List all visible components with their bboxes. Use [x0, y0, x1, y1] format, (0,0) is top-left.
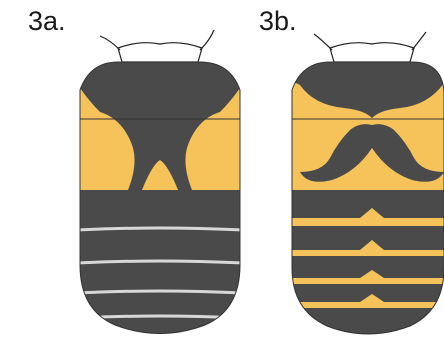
panel-b-abdomen — [290, 60, 444, 339]
panel-a-head — [118, 43, 202, 62]
panel-b-head — [330, 43, 414, 62]
panel-b-label: 3b. — [259, 6, 297, 36]
panel-b-antenna-left — [314, 34, 332, 50]
panel-b: 3b. — [259, 6, 444, 339]
panel-a-antenna-left — [100, 36, 120, 50]
panel-a-antenna-right — [200, 30, 214, 50]
panel-a-abdomen — [78, 60, 242, 339]
panel-a: 3a. — [28, 6, 242, 339]
panel-b-antenna-right — [412, 32, 426, 50]
panel-a-label: 3a. — [28, 6, 66, 36]
